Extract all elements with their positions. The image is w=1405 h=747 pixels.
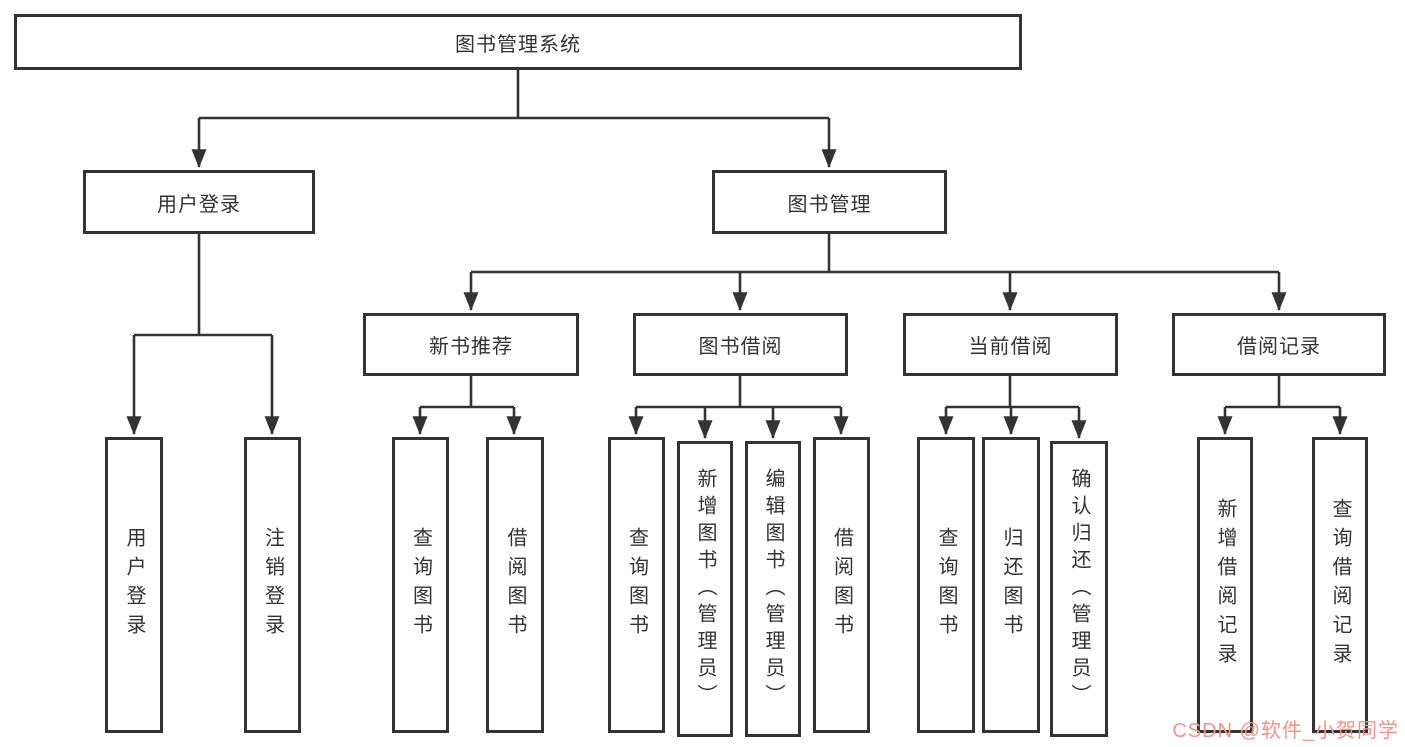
leaf-borrow-books-1: 借阅图书 <box>486 437 544 733</box>
node-book-borrow: 图书借阅 <box>633 313 848 376</box>
watermark: CSDN @软件_小贺同学 <box>1172 720 1399 742</box>
leaf-user-login: 用户登录 <box>105 437 163 733</box>
node-user-login: 用户登录 <box>83 170 315 234</box>
leaf-query-books-1: 查询图书 <box>392 437 449 733</box>
node-root: 图书管理系统 <box>14 14 1022 70</box>
leaf-logout: 注销登录 <box>244 437 301 733</box>
leaf-query-books-2: 查询图书 <box>608 437 665 733</box>
leaf-confirm-return-admin: 确认归还（管理员） <box>1050 441 1108 737</box>
node-current-borrow: 当前借阅 <box>903 313 1118 376</box>
node-book-management: 图书管理 <box>712 170 947 234</box>
leaf-borrow-books-2: 借阅图书 <box>813 437 870 733</box>
leaf-add-borrow-record: 新增借阅记录 <box>1197 437 1253 733</box>
leaf-edit-books-admin: 编辑图书（管理员） <box>745 441 801 737</box>
node-borrow-records: 借阅记录 <box>1172 313 1386 376</box>
leaf-return-books: 归还图书 <box>982 437 1040 733</box>
node-new-book-recommend: 新书推荐 <box>363 313 579 376</box>
leaf-add-books-admin: 新增图书（管理员） <box>677 441 733 737</box>
leaf-query-borrow-record: 查询借阅记录 <box>1312 437 1368 733</box>
leaf-query-books-3: 查询图书 <box>917 437 975 733</box>
